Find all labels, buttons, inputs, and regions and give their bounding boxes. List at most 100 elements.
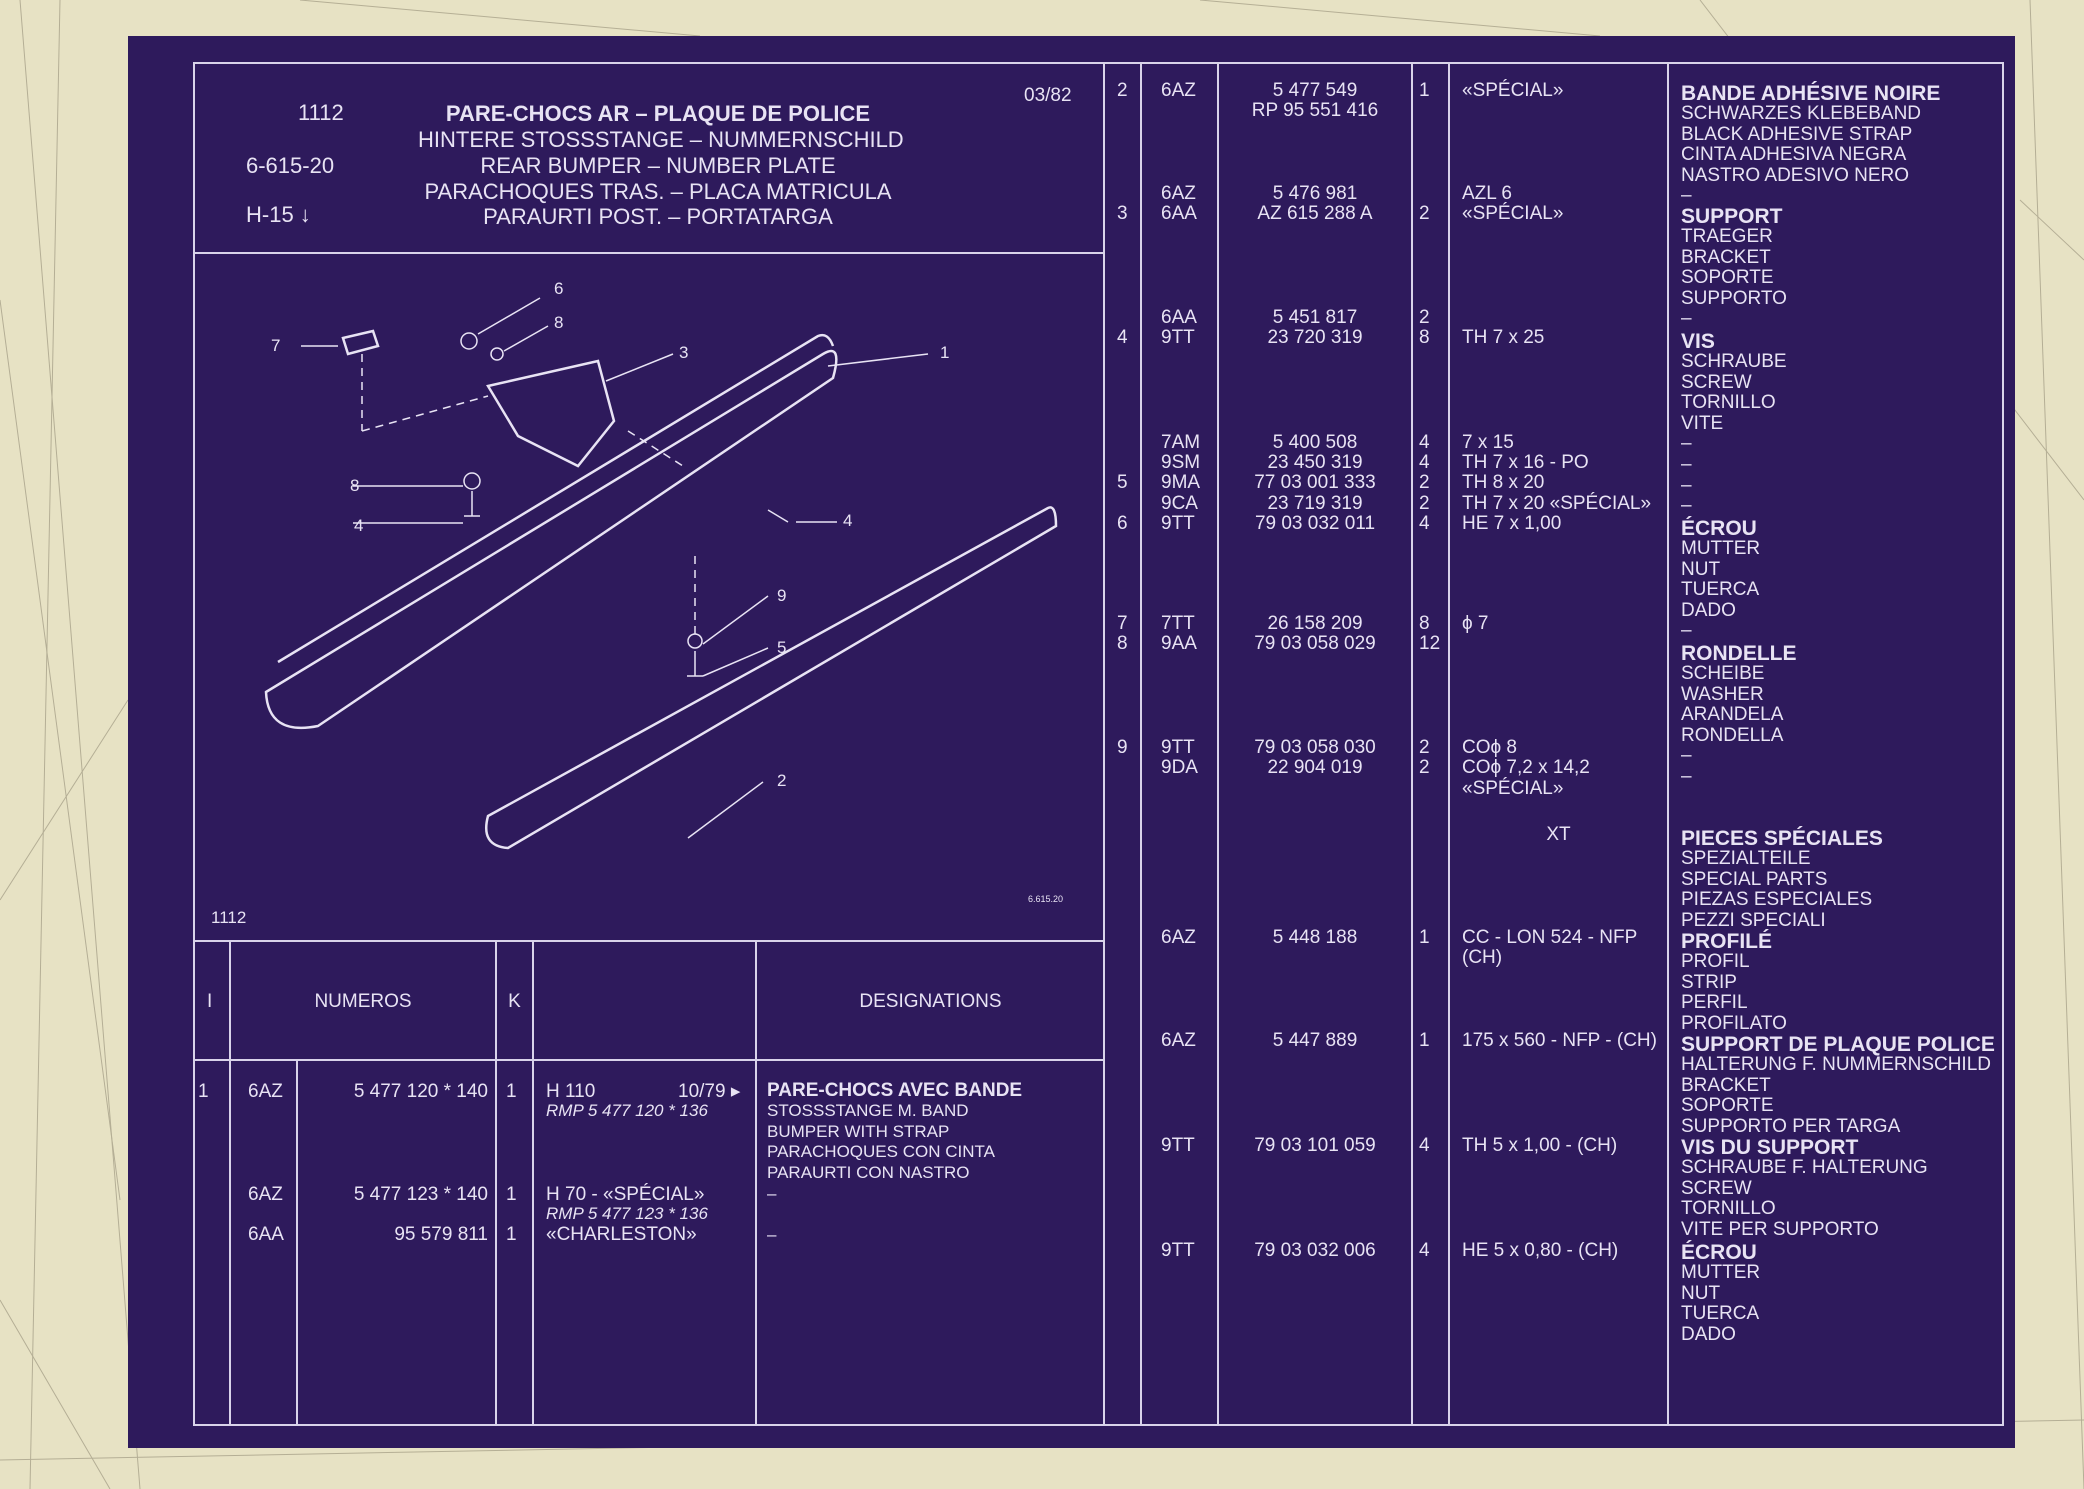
designation-group-line: MUTTER [1681,538,1761,559]
designation-group-line: DADO [1681,599,1736,621]
part-note: COϕ 7,2 x 14,2 [1462,757,1590,778]
part-code: 6AZ [1161,1030,1196,1051]
designation-group-title: RONDELLE [1681,642,1797,665]
part-item-number: 7 [1117,613,1128,634]
designation-group-line: MUTTER [1681,1262,1761,1283]
designation-group-line: SCHRAUBE [1681,351,1787,372]
row-part-number: 5 477 123 * 140 [353,1184,488,1205]
part-note: «SPÉCIAL» [1462,778,1564,799]
designation-group-line: TUERCA [1681,579,1760,601]
part-number: 5 477 549 [1272,80,1358,101]
callout-4: 4 [354,516,363,535]
part-number: 79 03 101 059 [1254,1135,1376,1156]
title-german: HINTERE STOSSSTANGE – NUMMERNSCHILD [418,127,904,152]
part-quantity: 4 [1419,513,1430,534]
row-note: H 70 - «SPÉCIAL» [546,1184,705,1205]
designation-group-line: BLACK ADHESIVE STRAP [1681,123,1913,145]
part-number: 79 03 058 029 [1254,633,1376,654]
part-quantity: 2 [1419,493,1430,514]
part-code: 9TT [1161,737,1195,758]
part-code: 7AM [1161,432,1201,453]
part-number: 5 447 889 [1272,1030,1358,1051]
part-quantity: 2 [1419,757,1430,778]
part-item-number: 9 [1117,737,1128,758]
bumper-part [264,349,838,730]
part-code: 9MA [1161,472,1201,493]
callout-4: 4 [843,511,852,530]
bumper-top-edge [277,333,835,664]
designation-group-line: SUPPORTO [1681,287,1787,309]
washer-part-9 [687,633,703,649]
designation-group-line: – [1681,433,1692,455]
part-quantity: 8 [1419,613,1430,634]
reference-number: 6-615-20 [246,153,335,178]
callout-6: 6 [554,279,563,298]
group-number: 1112 [298,100,344,125]
parts-catalog-sheet: 1112 6-615-20 H-15 ↓ 03/82 PARE-CHOCS AR… [128,36,2015,1448]
part-code: 6AZ [1161,927,1196,948]
part-quantity: 1 [1419,80,1430,101]
title-english: REAR BUMPER – NUMBER PLATE [480,153,836,178]
designation-group-title: ÉCROU [1681,517,1757,540]
row-replacement: RMP 5 477 120 * 136 [546,1101,708,1120]
part-number: 79 03 032 011 [1254,513,1376,534]
col-header-i: I [207,991,213,1012]
part-code: 9AA [1161,633,1197,654]
part-item-number: 2 [1117,80,1128,101]
callout-7: 7 [271,336,280,355]
part-quantity: 2 [1419,307,1430,328]
part-code: 9TT [1161,513,1195,534]
designation-group-line: TUERCA [1681,1303,1760,1325]
designation-line: PARAURTI CON NASTRO [767,1162,970,1182]
part-quantity: 4 [1419,1240,1430,1261]
part-item-number: 8 [1117,633,1128,654]
part-note: (CH) [1462,947,1503,968]
row-code: 6AZ [248,1184,283,1205]
part-number: 23 450 319 [1267,452,1363,473]
part-note: HE 5 x 0,80 - (CH) [1462,1240,1619,1261]
part-code: 9TT [1161,327,1195,348]
part-note: COϕ 8 [1462,737,1517,758]
part-code: 6AZ [1161,183,1196,204]
callout-8: 8 [350,476,359,495]
part-note: TH 5 x 1,00 - (CH) [1462,1135,1618,1156]
part-number: 79 03 032 006 [1254,1240,1376,1261]
part-note: 7 x 15 [1462,432,1514,453]
designation-group-title: SUPPORT [1681,205,1783,228]
part-number: 26 158 209 [1267,613,1363,634]
screw-part-5 [687,651,703,677]
row-quantity: 1 [506,1184,517,1205]
designation-group-line: PEZZI SPECIALI [1681,909,1826,931]
designation-group-line: TORNILLO [1681,1198,1776,1220]
part-code: 9CA [1161,493,1198,514]
part-code: 6AA [1161,307,1197,328]
designation-group-line: SPECIAL PARTS [1681,868,1828,890]
designation-group-line: TRAEGER [1681,226,1773,247]
designation-group-line: PIEZAS ESPECIALES [1681,889,1873,911]
designation-group-line: – [1681,185,1692,207]
designation-group-line: SCREW [1681,1177,1752,1199]
screw-part [464,491,480,517]
designation-group-line: SCREW [1681,371,1752,393]
designation-group-line: SPEZIALTEILE [1681,848,1811,869]
designation-group-line: VITE PER SUPPORTO [1681,1218,1879,1240]
designation-group-line: SOPORTE [1681,1095,1774,1117]
row-item-number: 1 [198,1081,209,1102]
designation-group-title: BANDE ADHÉSIVE NOIRE [1681,82,1941,105]
col-header-designations: DESIGNATIONS [859,991,1002,1012]
designation-dash: – [767,1225,777,1244]
designation-line: STOSSSTANGE M. BAND [767,1101,969,1120]
designation-group-line: STRIP [1681,971,1737,993]
part-item-number: 6 [1117,513,1128,534]
row-replacement: RMP 5 477 123 * 136 [546,1204,708,1223]
part-code: 7TT [1161,613,1195,634]
part-quantity: 4 [1419,1135,1430,1156]
part-number: RP 95 551 416 [1251,100,1379,121]
part-number: 5 400 508 [1272,432,1358,453]
designation-group-line: – [1681,766,1692,787]
designation-group-line: NUT [1681,558,1721,580]
part-quantity: 2 [1419,737,1430,758]
designation-group-line: CINTA ADHESIVA NEGRA [1681,144,1907,166]
part-note: TH 7 x 20 «SPÉCIAL» [1462,493,1652,514]
